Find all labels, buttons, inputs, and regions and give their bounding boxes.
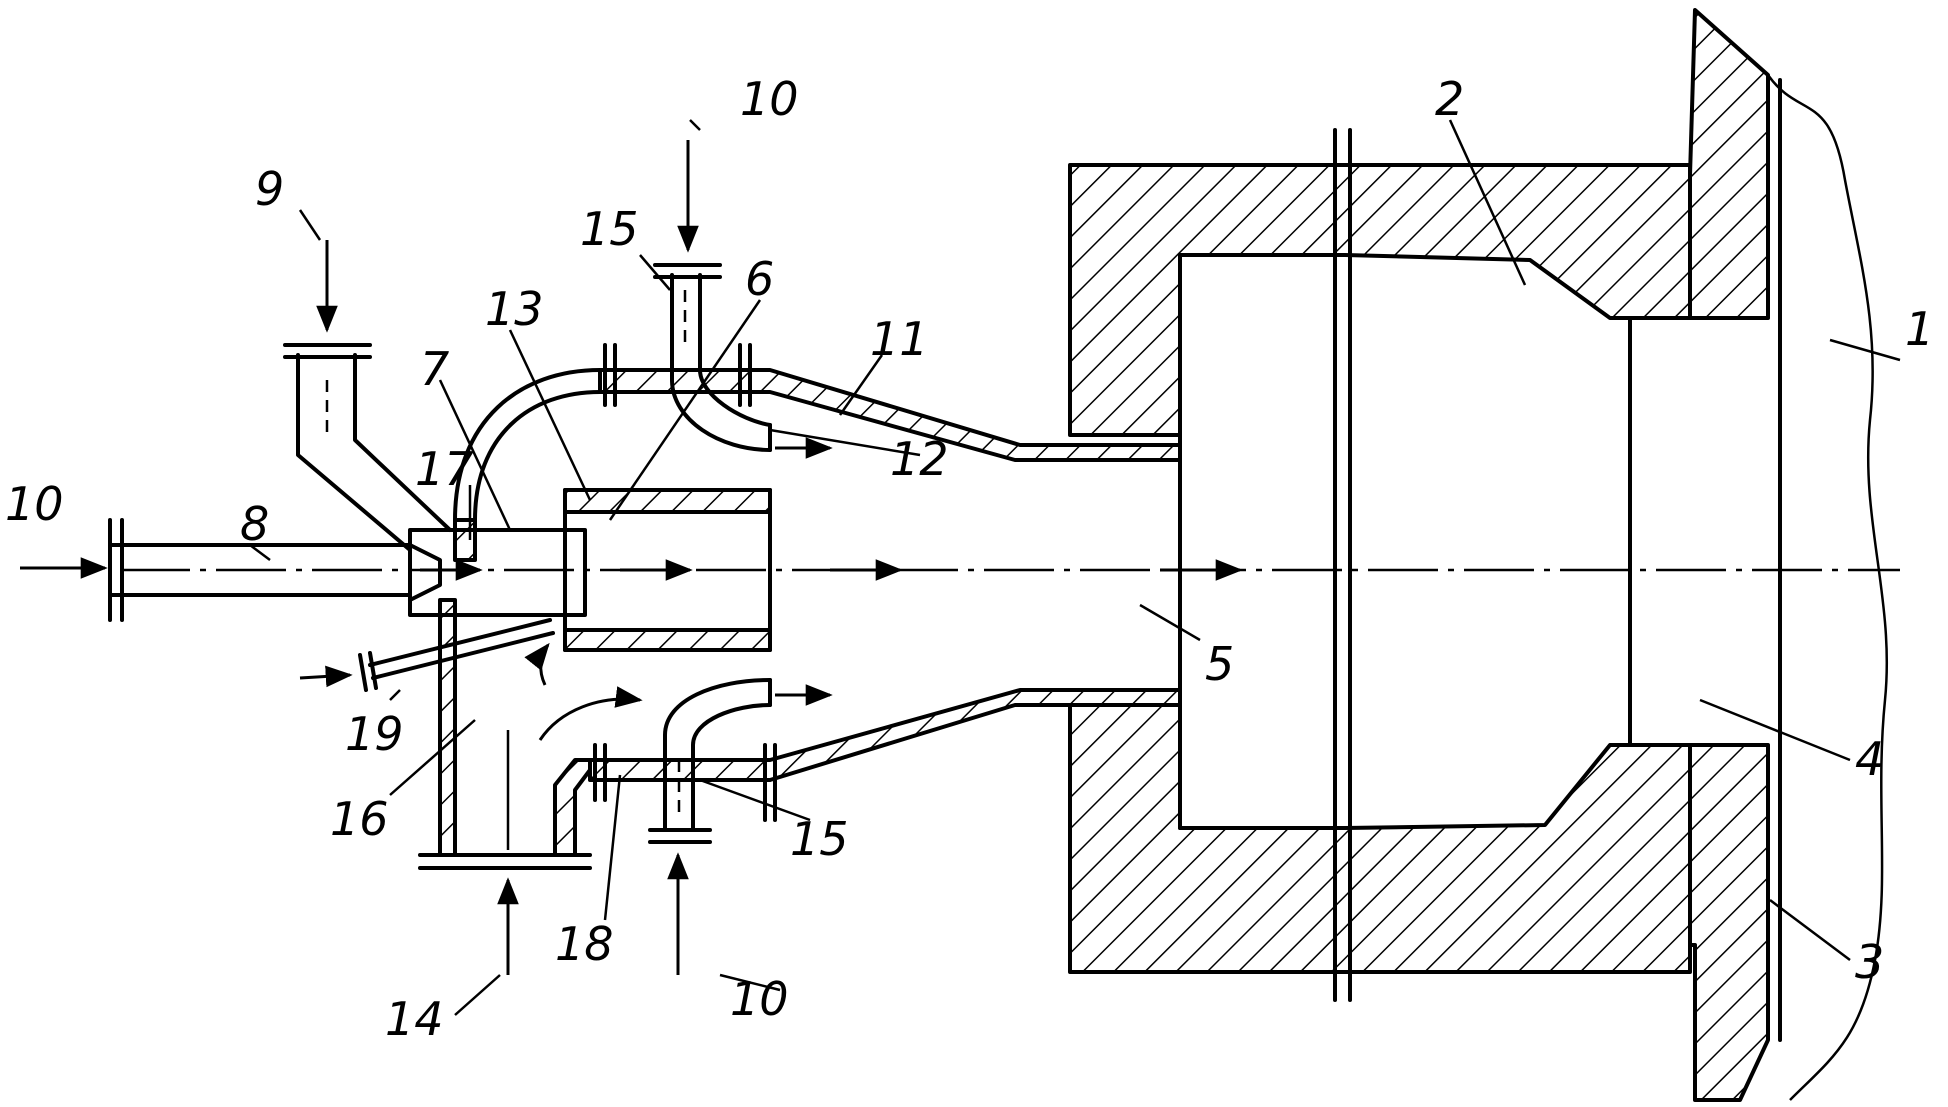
flow-arrows [20, 140, 1243, 975]
label-13: 13 [485, 282, 544, 336]
upper-steam-tube [653, 263, 772, 452]
label-7: 7 [420, 342, 449, 396]
label-6: 6 [745, 252, 774, 306]
label-10-left: 10 [5, 477, 64, 531]
label-14: 14 [385, 992, 444, 1046]
burner-quarl [1068, 128, 1692, 1002]
label-10-top: 10 [740, 72, 799, 126]
fuel-lance [108, 518, 587, 622]
part-labels: 1 2 3 4 5 6 7 8 9 10 10 10 11 12 13 14 1… [5, 72, 1934, 1046]
label-10-bottom: 10 [730, 972, 789, 1026]
label-9: 9 [255, 162, 284, 216]
label-4: 4 [1855, 732, 1884, 786]
label-2: 2 [1435, 72, 1464, 126]
label-17: 17 [415, 442, 474, 496]
gas-inlet-pipe [283, 343, 452, 552]
furnace-wall [1688, 8, 1889, 1102]
label-5: 5 [1205, 637, 1234, 691]
label-15-top: 15 [580, 202, 639, 256]
label-19: 19 [345, 707, 404, 761]
leader-lines [249, 119, 1901, 1016]
label-16: 16 [330, 792, 389, 846]
label-12: 12 [890, 432, 949, 486]
label-3: 3 [1855, 935, 1884, 989]
label-8: 8 [240, 497, 269, 551]
label-11: 11 [870, 312, 929, 366]
label-18: 18 [555, 917, 614, 971]
label-1: 1 [1905, 302, 1934, 356]
mixing-tube [563, 488, 772, 652]
label-15-bottom: 15 [790, 812, 849, 866]
lower-steam-tube [648, 678, 772, 844]
ignition-pipe [358, 618, 555, 692]
